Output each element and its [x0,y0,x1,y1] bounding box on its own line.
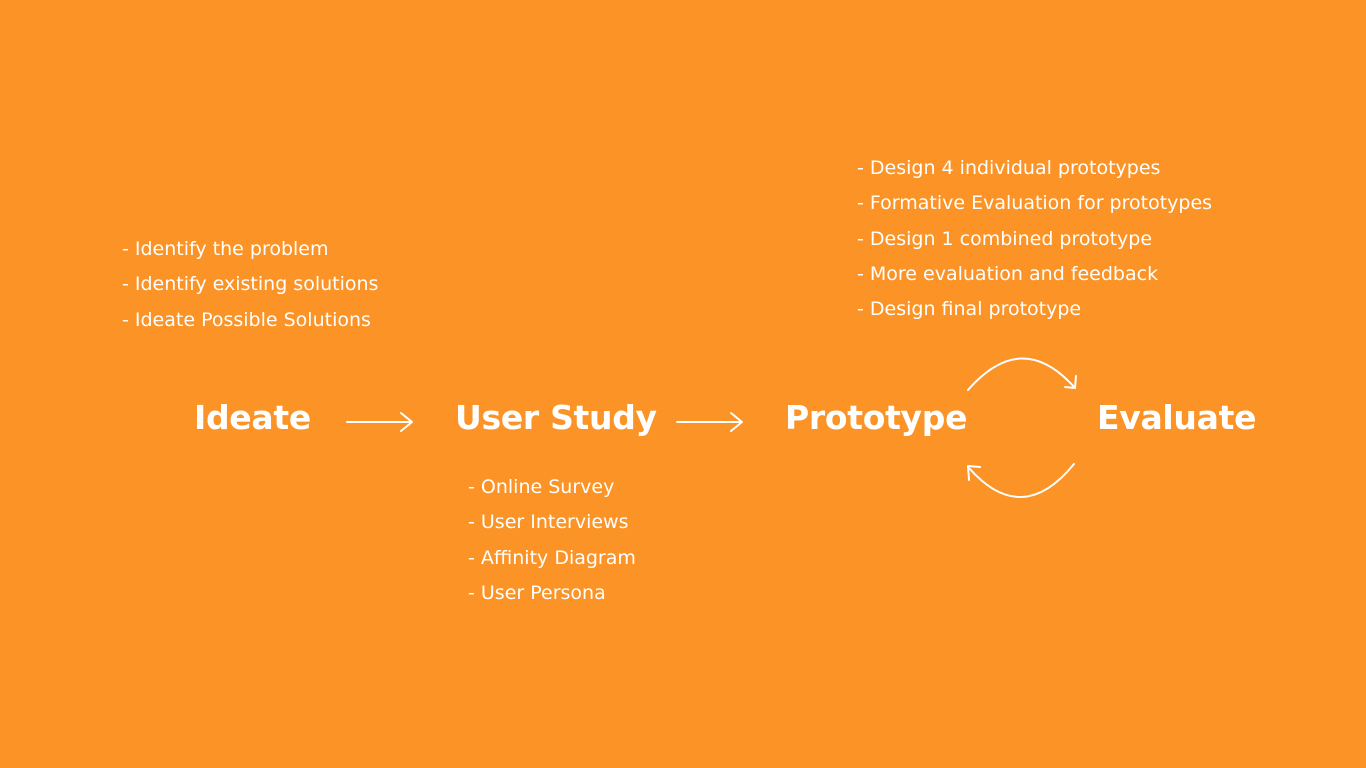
user-study-note: - Online Survey [468,476,615,498]
stage-user-study: User Study [455,398,657,437]
prototype-note: - Design final prototype [857,298,1082,321]
prototype-note: - More evaluation and feedback [857,262,1159,285]
prototype-note: - Design 4 individual prototypes [857,157,1161,179]
ideate-note: - Identify the problem [122,238,329,260]
ideate-note: - Identify existing solutions [122,273,379,296]
user-study-note: - User Interviews [468,511,629,534]
stage-evaluate: Evaluate [1097,398,1257,437]
ideate-note: - Ideate Possible Solutions [122,308,371,331]
prototype-notes: - Design 4 individual prototypes - Forma… [857,151,1212,327]
user-study-notes: - Online Survey - User Interviews - Affi… [468,470,636,611]
arrow-right-icon [676,412,743,432]
prototype-note: - Formative Evaluation for prototypes [857,192,1213,215]
curved-arrow-back-icon [967,463,1075,498]
stage-prototype: Prototype [785,398,968,437]
curved-arrow-forward-icon [967,357,1077,391]
arrow-right-icon [346,412,413,432]
user-study-note: - User Persona [468,581,606,604]
ideate-notes: - Identify the problem - Identify existi… [122,232,378,338]
prototype-note: - Design 1 combined prototype [857,227,1153,250]
user-study-note: - Affinity Diagram [468,546,636,569]
stage-ideate: Ideate [194,398,311,437]
